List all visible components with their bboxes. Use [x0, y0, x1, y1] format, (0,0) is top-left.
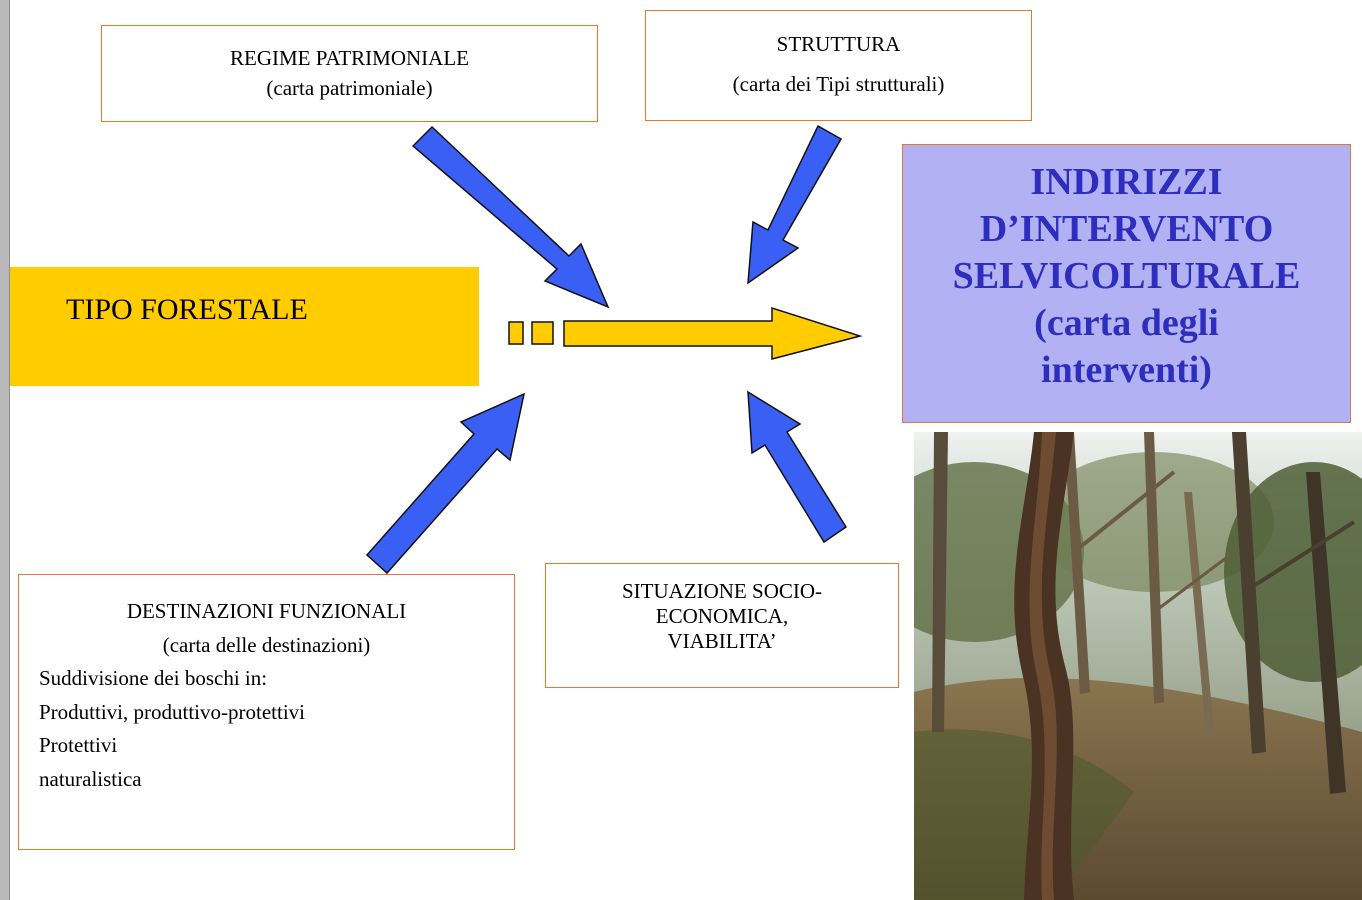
destinazioni-item: Protettivi [39, 733, 118, 758]
regime-subtitle: (carta patrimoniale) [266, 76, 433, 101]
destinazioni-item: Suddivisione dei boschi in: [39, 666, 268, 691]
main-arrow-body [563, 306, 863, 360]
slide-edge [0, 0, 10, 900]
main-arrow-stripe-2 [531, 321, 554, 345]
indirizzi-intervento-box: INDIRIZZI D’INTERVENTO SELVICOLTURALE (c… [902, 144, 1351, 423]
destinazioni-subtitle: (carta delle destinazioni) [162, 632, 371, 657]
regime-title: REGIME PATRIMONIALE [230, 46, 469, 70]
indirizzi-line: interventi) [1041, 349, 1212, 392]
struttura-box: STRUTTURA (carta dei Tipi strutturali) [645, 10, 1032, 121]
arrow-struttura-to-center [747, 124, 843, 285]
indirizzi-line: INDIRIZZI [1030, 161, 1223, 203]
situazione-line: SITUAZIONE SOCIO- [621, 579, 823, 603]
destinazioni-funzionali-box: DESTINAZIONI FUNZIONALI (carta delle des… [18, 574, 515, 850]
tipo-forestale-label: TIPO FORESTALE [66, 293, 308, 326]
forest-photo [914, 432, 1362, 900]
regime-patrimoniale-box: REGIME PATRIMONIALE (carta patrimoniale) [101, 25, 598, 122]
destinazioni-item: Produttivi, produttivo-protettivi [39, 699, 305, 724]
struttura-subtitle: (carta dei Tipi strutturali) [732, 71, 945, 96]
arrow-destinazioni-to-center [365, 392, 526, 575]
situazione-socioeconomica-box: SITUAZIONE SOCIO- ECONOMICA, VIABILITA’ [545, 563, 899, 688]
situazione-line: ECONOMICA, [655, 604, 789, 629]
indirizzi-line: SELVICOLTURALE [952, 255, 1301, 298]
destinazioni-title: DESTINAZIONI FUNZIONALI [126, 599, 407, 623]
indirizzi-line: D’INTERVENTO [979, 208, 1274, 251]
situazione-line: VIABILITA’ [667, 629, 777, 654]
destinazioni-item: naturalistica [39, 766, 142, 791]
struttura-title: STRUTTURA [776, 32, 901, 56]
indirizzi-line: (carta degli [1034, 302, 1219, 345]
destinazioni-list: Suddivisione dei boschi in: Produttivi, … [19, 662, 514, 796]
arrow-regime-to-center [411, 125, 610, 309]
arrow-situazione-to-center [747, 390, 848, 544]
tipo-forestale-box: TIPO FORESTALE [10, 267, 479, 386]
main-arrow-stripe-1 [508, 321, 524, 345]
